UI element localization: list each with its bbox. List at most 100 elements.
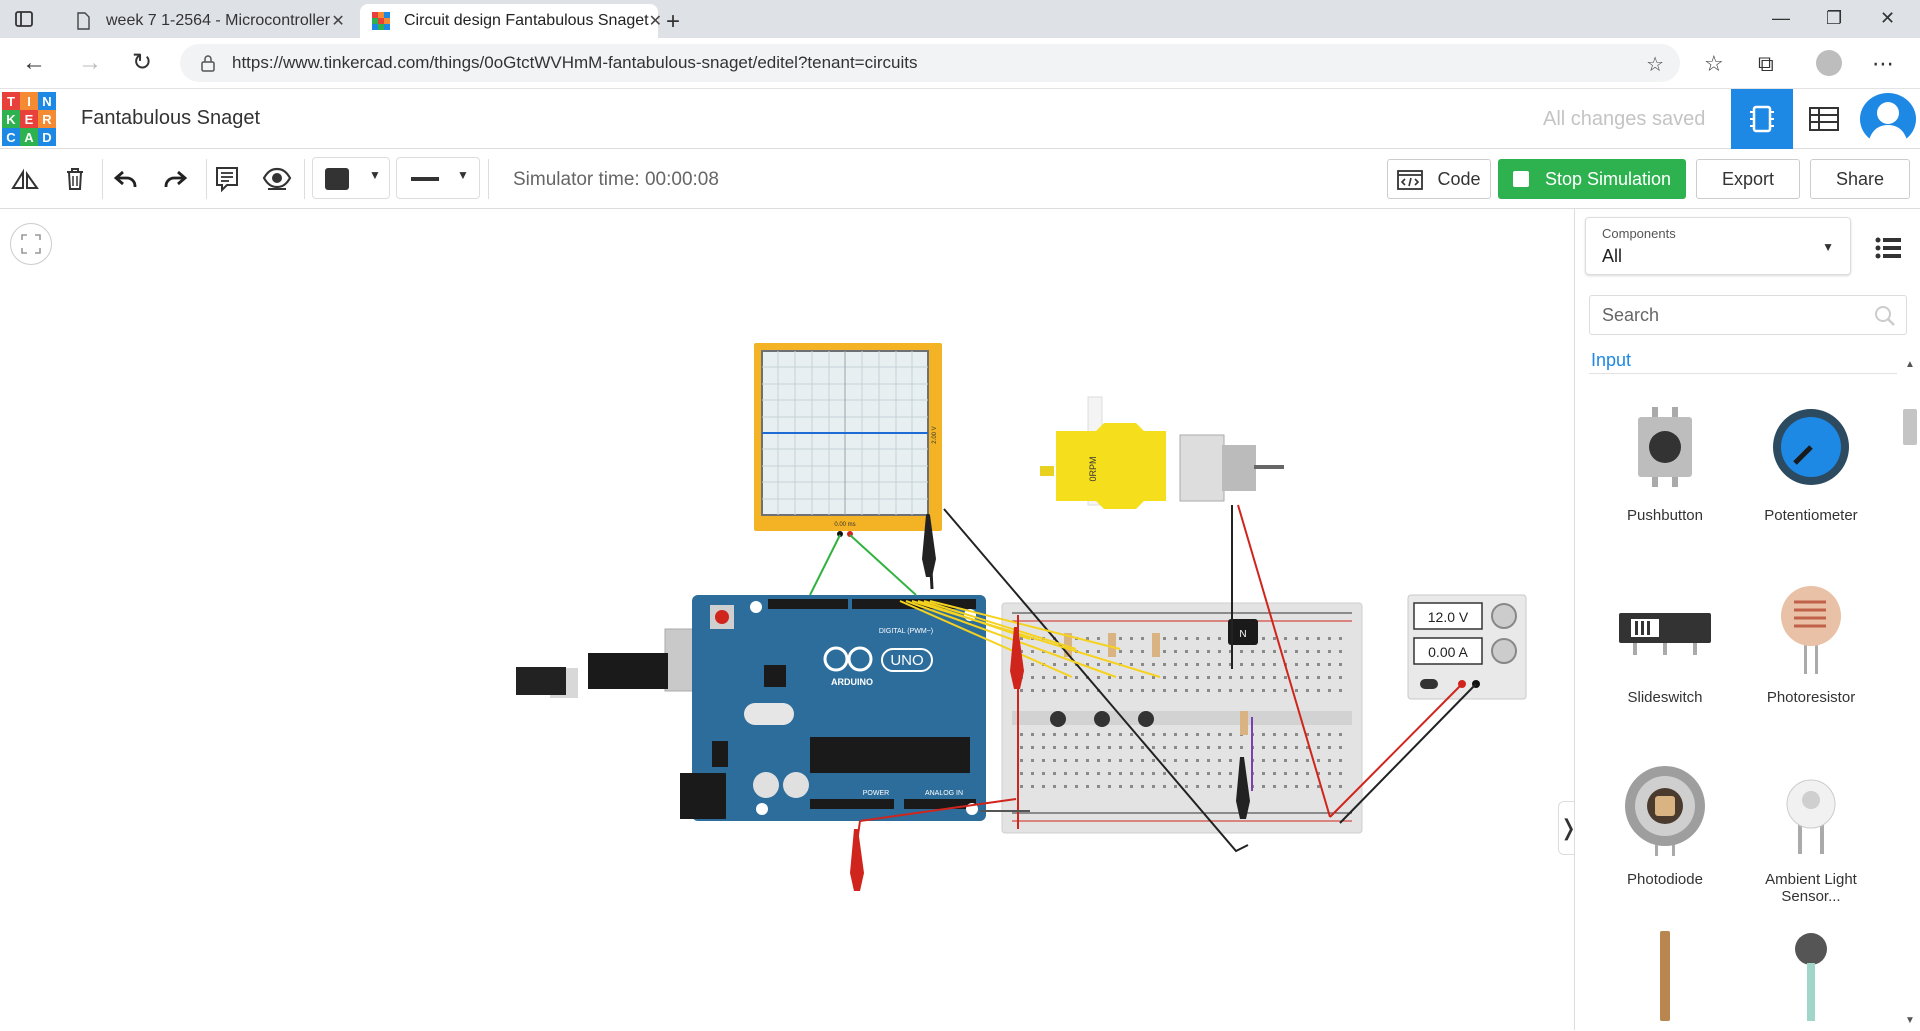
tab-actions-icon[interactable] [14,9,34,29]
code-icon [1397,170,1424,190]
breadboard-hole [1229,689,1232,692]
breadboard-hole [1020,759,1023,762]
breadboard-hole [1262,637,1265,640]
logo-letter: K [2,110,20,128]
probe-clips[interactable] [850,515,1250,891]
favorite-star-icon[interactable]: ☆ [1646,54,1664,76]
scroll-down-icon[interactable]: ▼ [1905,1015,1915,1026]
breadboard-hole [1086,772,1089,775]
minimize-icon[interactable]: — [1772,8,1790,28]
share-button[interactable]: Share [1810,159,1910,199]
tab-circuit-design[interactable]: Circuit design Fantabulous Snaget ✕ [360,4,662,38]
npn-transistor[interactable] [1228,619,1258,645]
search-placeholder: Search [1602,304,1660,325]
browser-tab-bar: week 7 1-2564 - Microcontroller ✕ Circui… [0,0,1920,38]
component-force-sensor[interactable] [1741,931,1881,1031]
back-icon[interactable]: ← [22,49,46,76]
list-view-icon[interactable] [1875,237,1901,259]
circuit-view-button[interactable] [1731,89,1793,149]
breadboard-hole [1240,676,1243,679]
collections-icon[interactable]: ⧉ [1758,51,1774,76]
stop-icon [1512,171,1529,187]
more-menu-icon[interactable]: ⋯ [1872,51,1894,76]
tab-microcontroller[interactable]: week 7 1-2564 - Microcontroller ✕ [62,4,358,38]
panel-scrollbar-thumb[interactable] [1903,409,1917,445]
breadboard-hole [1031,759,1034,762]
undo-button[interactable] [111,164,141,194]
breadboard-hole [1152,663,1155,666]
favorites-icon[interactable]: ☆ [1704,51,1724,76]
components-filter-dropdown[interactable]: Components All ▼ [1585,217,1851,275]
component-label: Potentiometer [1764,507,1858,524]
breadboard-hole [1086,759,1089,762]
close-window-icon[interactable]: ✕ [1880,8,1896,28]
resistors[interactable] [1064,633,1248,735]
rotate-icon [11,168,39,189]
breadboard-hole [1306,733,1309,736]
component-potentiometer[interactable]: Potentiometer [1741,397,1881,524]
close-tab-icon[interactable]: ✕ [331,13,345,30]
dc-motor[interactable] [1040,396,1284,509]
breadboard-hole [1053,785,1056,788]
breadboard-hole [1240,746,1243,749]
breadboard-hole [1053,689,1056,692]
breadboard-hole [1262,746,1265,749]
toggle-panel-button[interactable]: ❭ [1558,801,1578,855]
notes-button[interactable] [212,164,242,194]
reload-icon[interactable]: ↻ [132,49,153,76]
oscilloscope[interactable] [754,343,942,537]
new-tab-icon[interactable]: + [666,8,681,35]
breadboard-hole [1086,663,1089,666]
component-photodiode[interactable]: Photodiode [1595,761,1735,888]
stop-simulation-button[interactable]: Stop Simulation [1498,159,1686,199]
wire-style-picker[interactable]: ▼ [396,157,480,199]
power-supply[interactable] [1407,594,1527,700]
delete-button[interactable] [60,164,90,194]
maximize-icon[interactable]: ❐ [1826,8,1843,28]
url-field[interactable]: https://www.tinkercad.com/things/0oGtctW… [180,44,1680,82]
component-list-view-button[interactable] [1793,89,1855,149]
breadboard-hole [1339,772,1342,775]
breadboard-hole [1097,637,1100,640]
component-slideswitch[interactable]: Slideswitch [1595,579,1735,706]
breadboard-hole [1108,746,1111,749]
circuit-canvas[interactable]: 0.00 ms 2.00 V 0RPM [0,209,1578,1030]
ambient-light-sensor-icon [1786,779,1836,854]
user-avatar[interactable] [1860,93,1916,145]
breadboard-hole [1207,746,1210,749]
component-ambient-light-sensor[interactable]: Ambient Light Sensor... [1741,761,1881,905]
forward-icon[interactable]: → [78,49,102,76]
fit-view-button[interactable] [10,223,52,265]
scroll-up-icon[interactable]: ▲ [1905,359,1915,370]
breadboard-hole [1163,663,1166,666]
component-flex-sensor[interactable] [1595,931,1735,1031]
breadboard-hole [1328,650,1331,653]
breadboard-hole [1295,759,1298,762]
breadboard-hole [1119,689,1122,692]
close-tab-icon[interactable]: ✕ [648,13,662,30]
breadboard-hole [1053,759,1056,762]
breadboard-hole [1207,650,1210,653]
component-search-input[interactable]: Search [1589,295,1907,335]
oscilloscope-time: 0.00 ms [834,522,855,528]
component-photoresistor[interactable]: Photoresistor [1741,579,1881,706]
rotate-button[interactable] [10,164,40,194]
design-name[interactable]: Fantabulous Snaget [81,107,261,129]
breadboard-hole [1163,772,1166,775]
visibility-button[interactable] [262,164,292,194]
breadboard-hole [1174,785,1177,788]
breadboard-hole [1174,637,1177,640]
breadboard-hole [1119,676,1122,679]
components-panel: Components All ▼ Search Input ▲ ▼ Pushbu… [1574,209,1920,1030]
breadboard-hole [1251,663,1254,666]
profile-icon[interactable] [1816,50,1842,76]
breadboard-pushbuttons[interactable] [1050,711,1154,727]
redo-button[interactable] [160,164,190,194]
breadboard-hole [1273,772,1276,775]
export-button[interactable]: Export [1696,159,1800,199]
color-picker[interactable]: ▼ [312,157,390,199]
code-button[interactable]: Code [1387,159,1491,199]
component-pushbutton[interactable]: Pushbutton [1595,397,1735,524]
breadboard-hole [1284,759,1287,762]
